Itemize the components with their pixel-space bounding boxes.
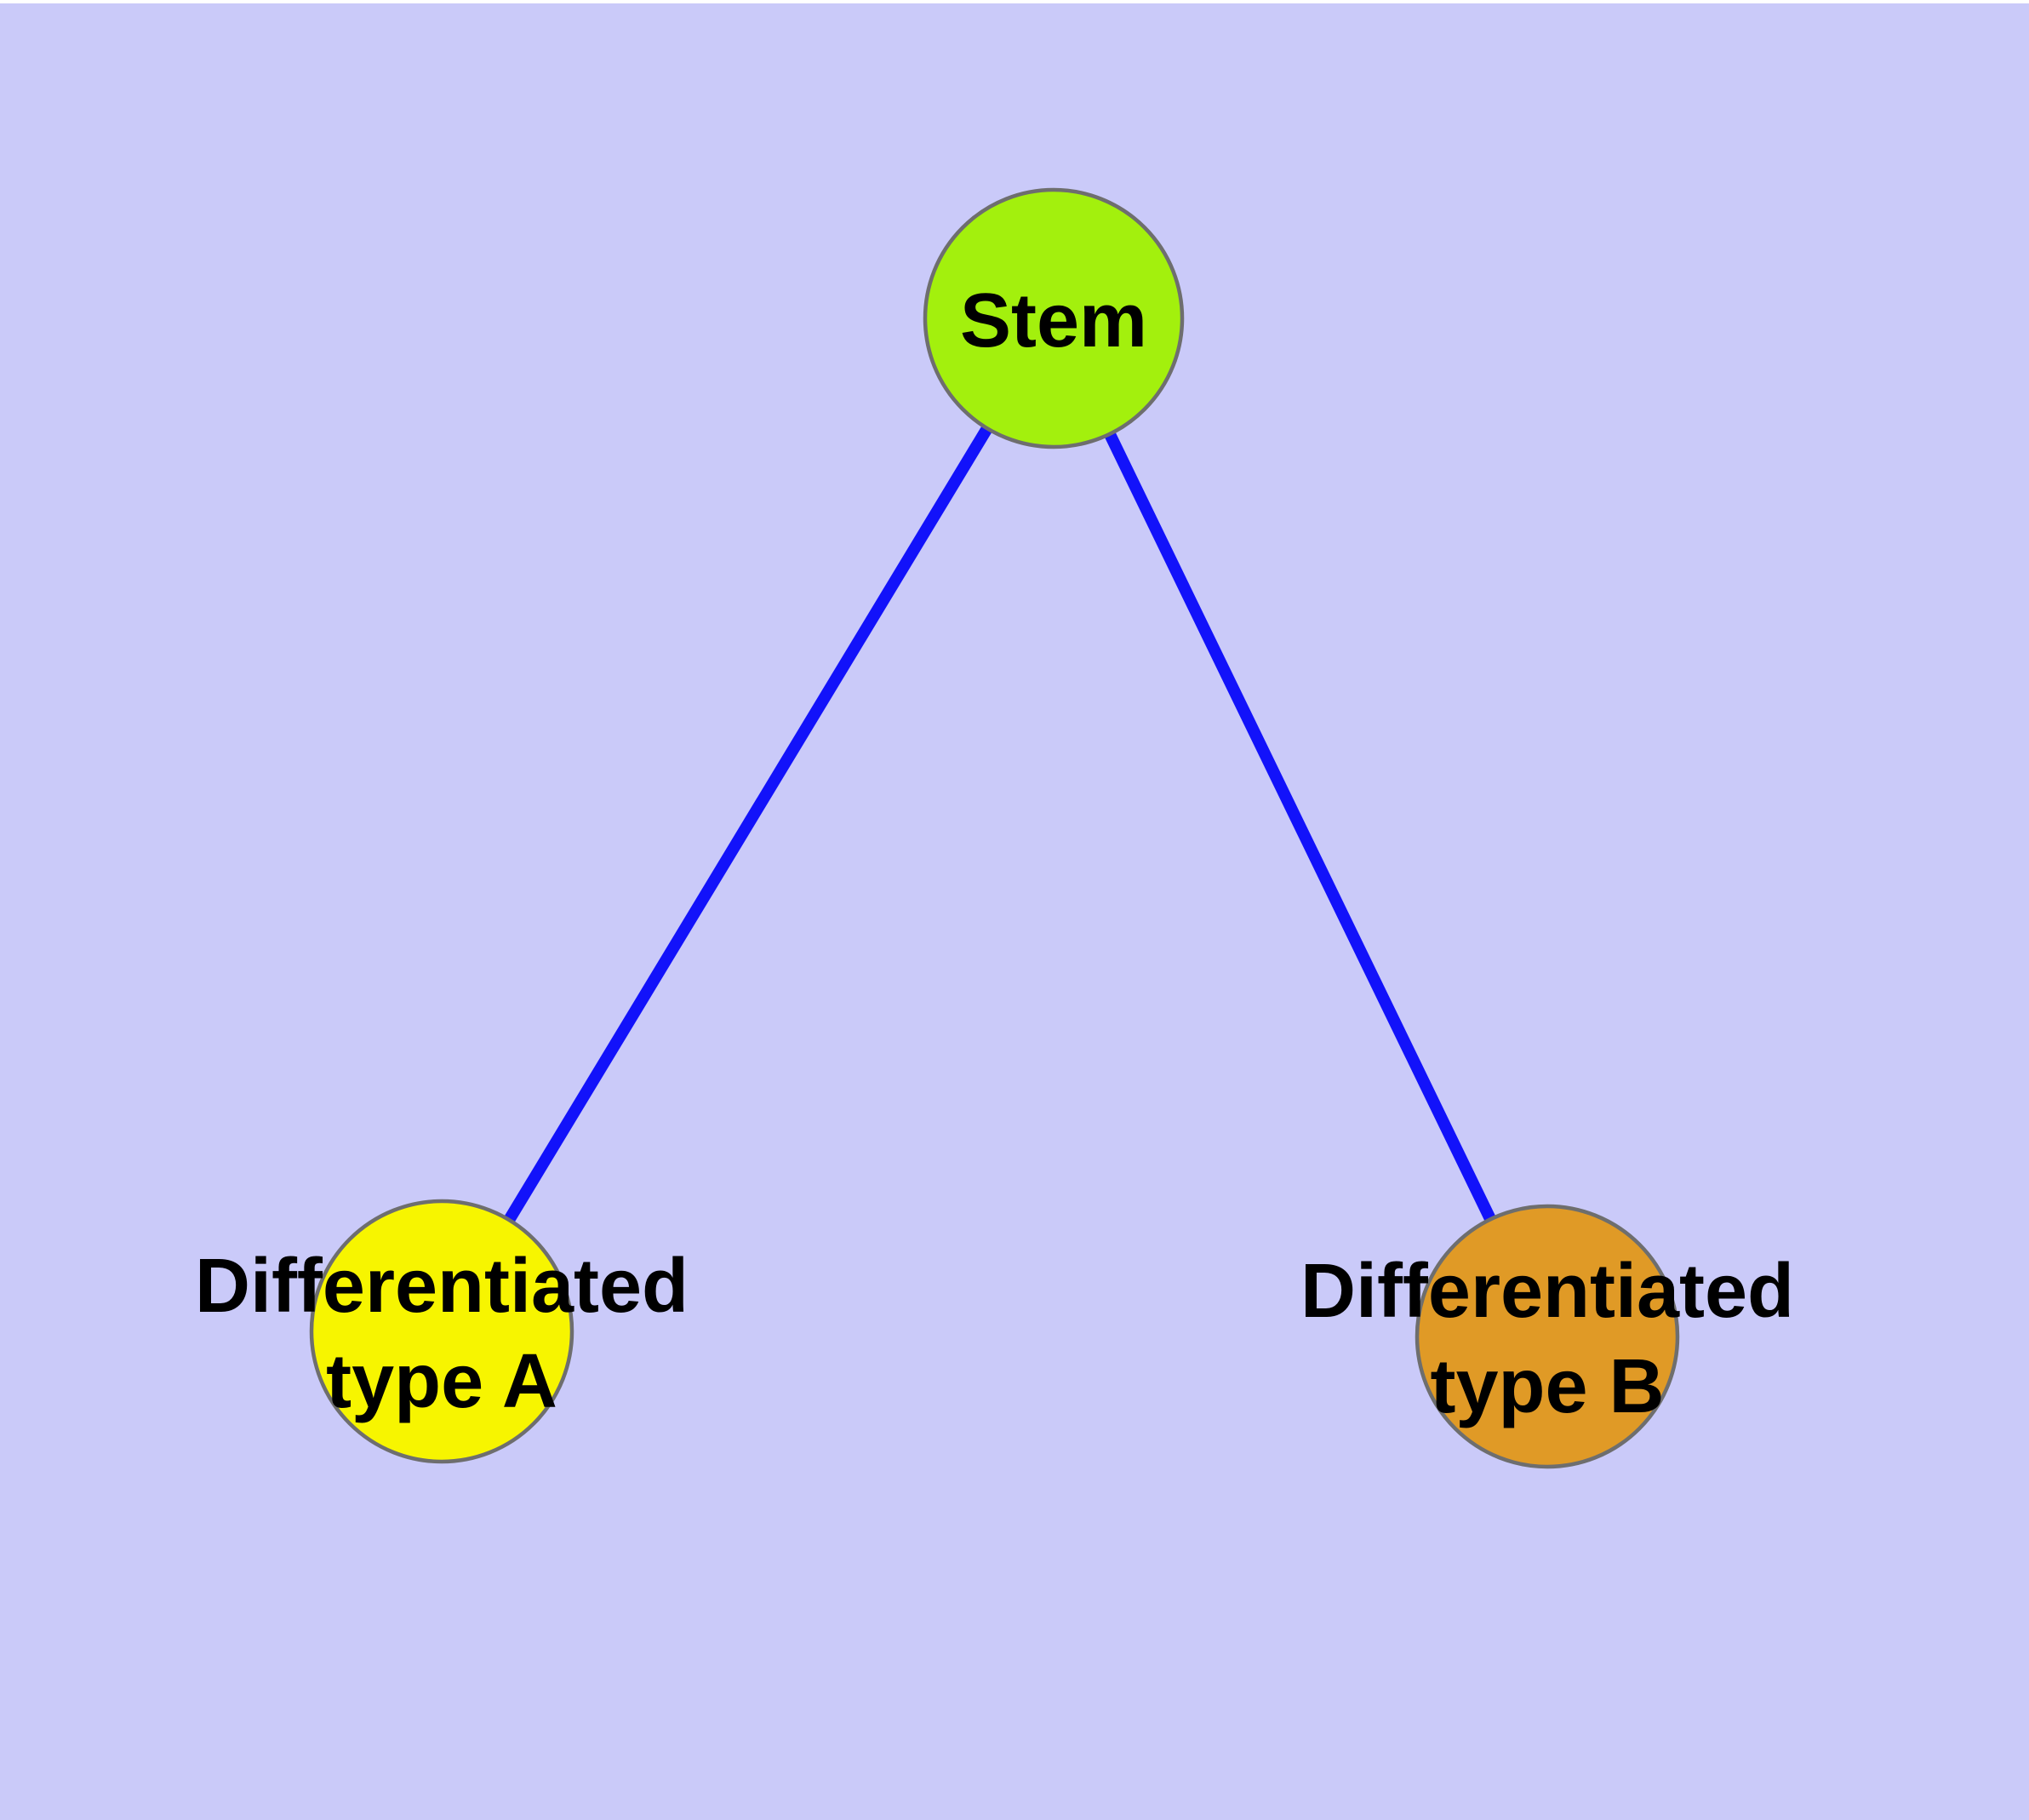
node-layer <box>309 187 1680 1469</box>
node-type-b-label: Differentiated type B <box>1300 1249 1794 1429</box>
node-type-a-label-line: type A <box>326 1339 557 1424</box>
node-type-a-label-line: Differentiated <box>195 1244 689 1329</box>
node-stem-label: Stem <box>960 278 1147 363</box>
node-stem-label-line: Stem <box>960 278 1147 363</box>
node-type-b-label-line: type B <box>1430 1344 1664 1429</box>
node-type-b-circle <box>1415 1204 1680 1469</box>
node-type-b-label-line: Differentiated <box>1300 1249 1794 1334</box>
edge-layer <box>437 315 1553 1340</box>
edge-stem-to-type-a <box>437 315 1059 1335</box>
node-type-a-label: Differentiated type A <box>195 1244 689 1424</box>
node-type-a-circle <box>309 1199 574 1464</box>
node-stem-circle <box>923 187 1185 449</box>
edge-stem-to-type-b <box>1048 315 1553 1340</box>
